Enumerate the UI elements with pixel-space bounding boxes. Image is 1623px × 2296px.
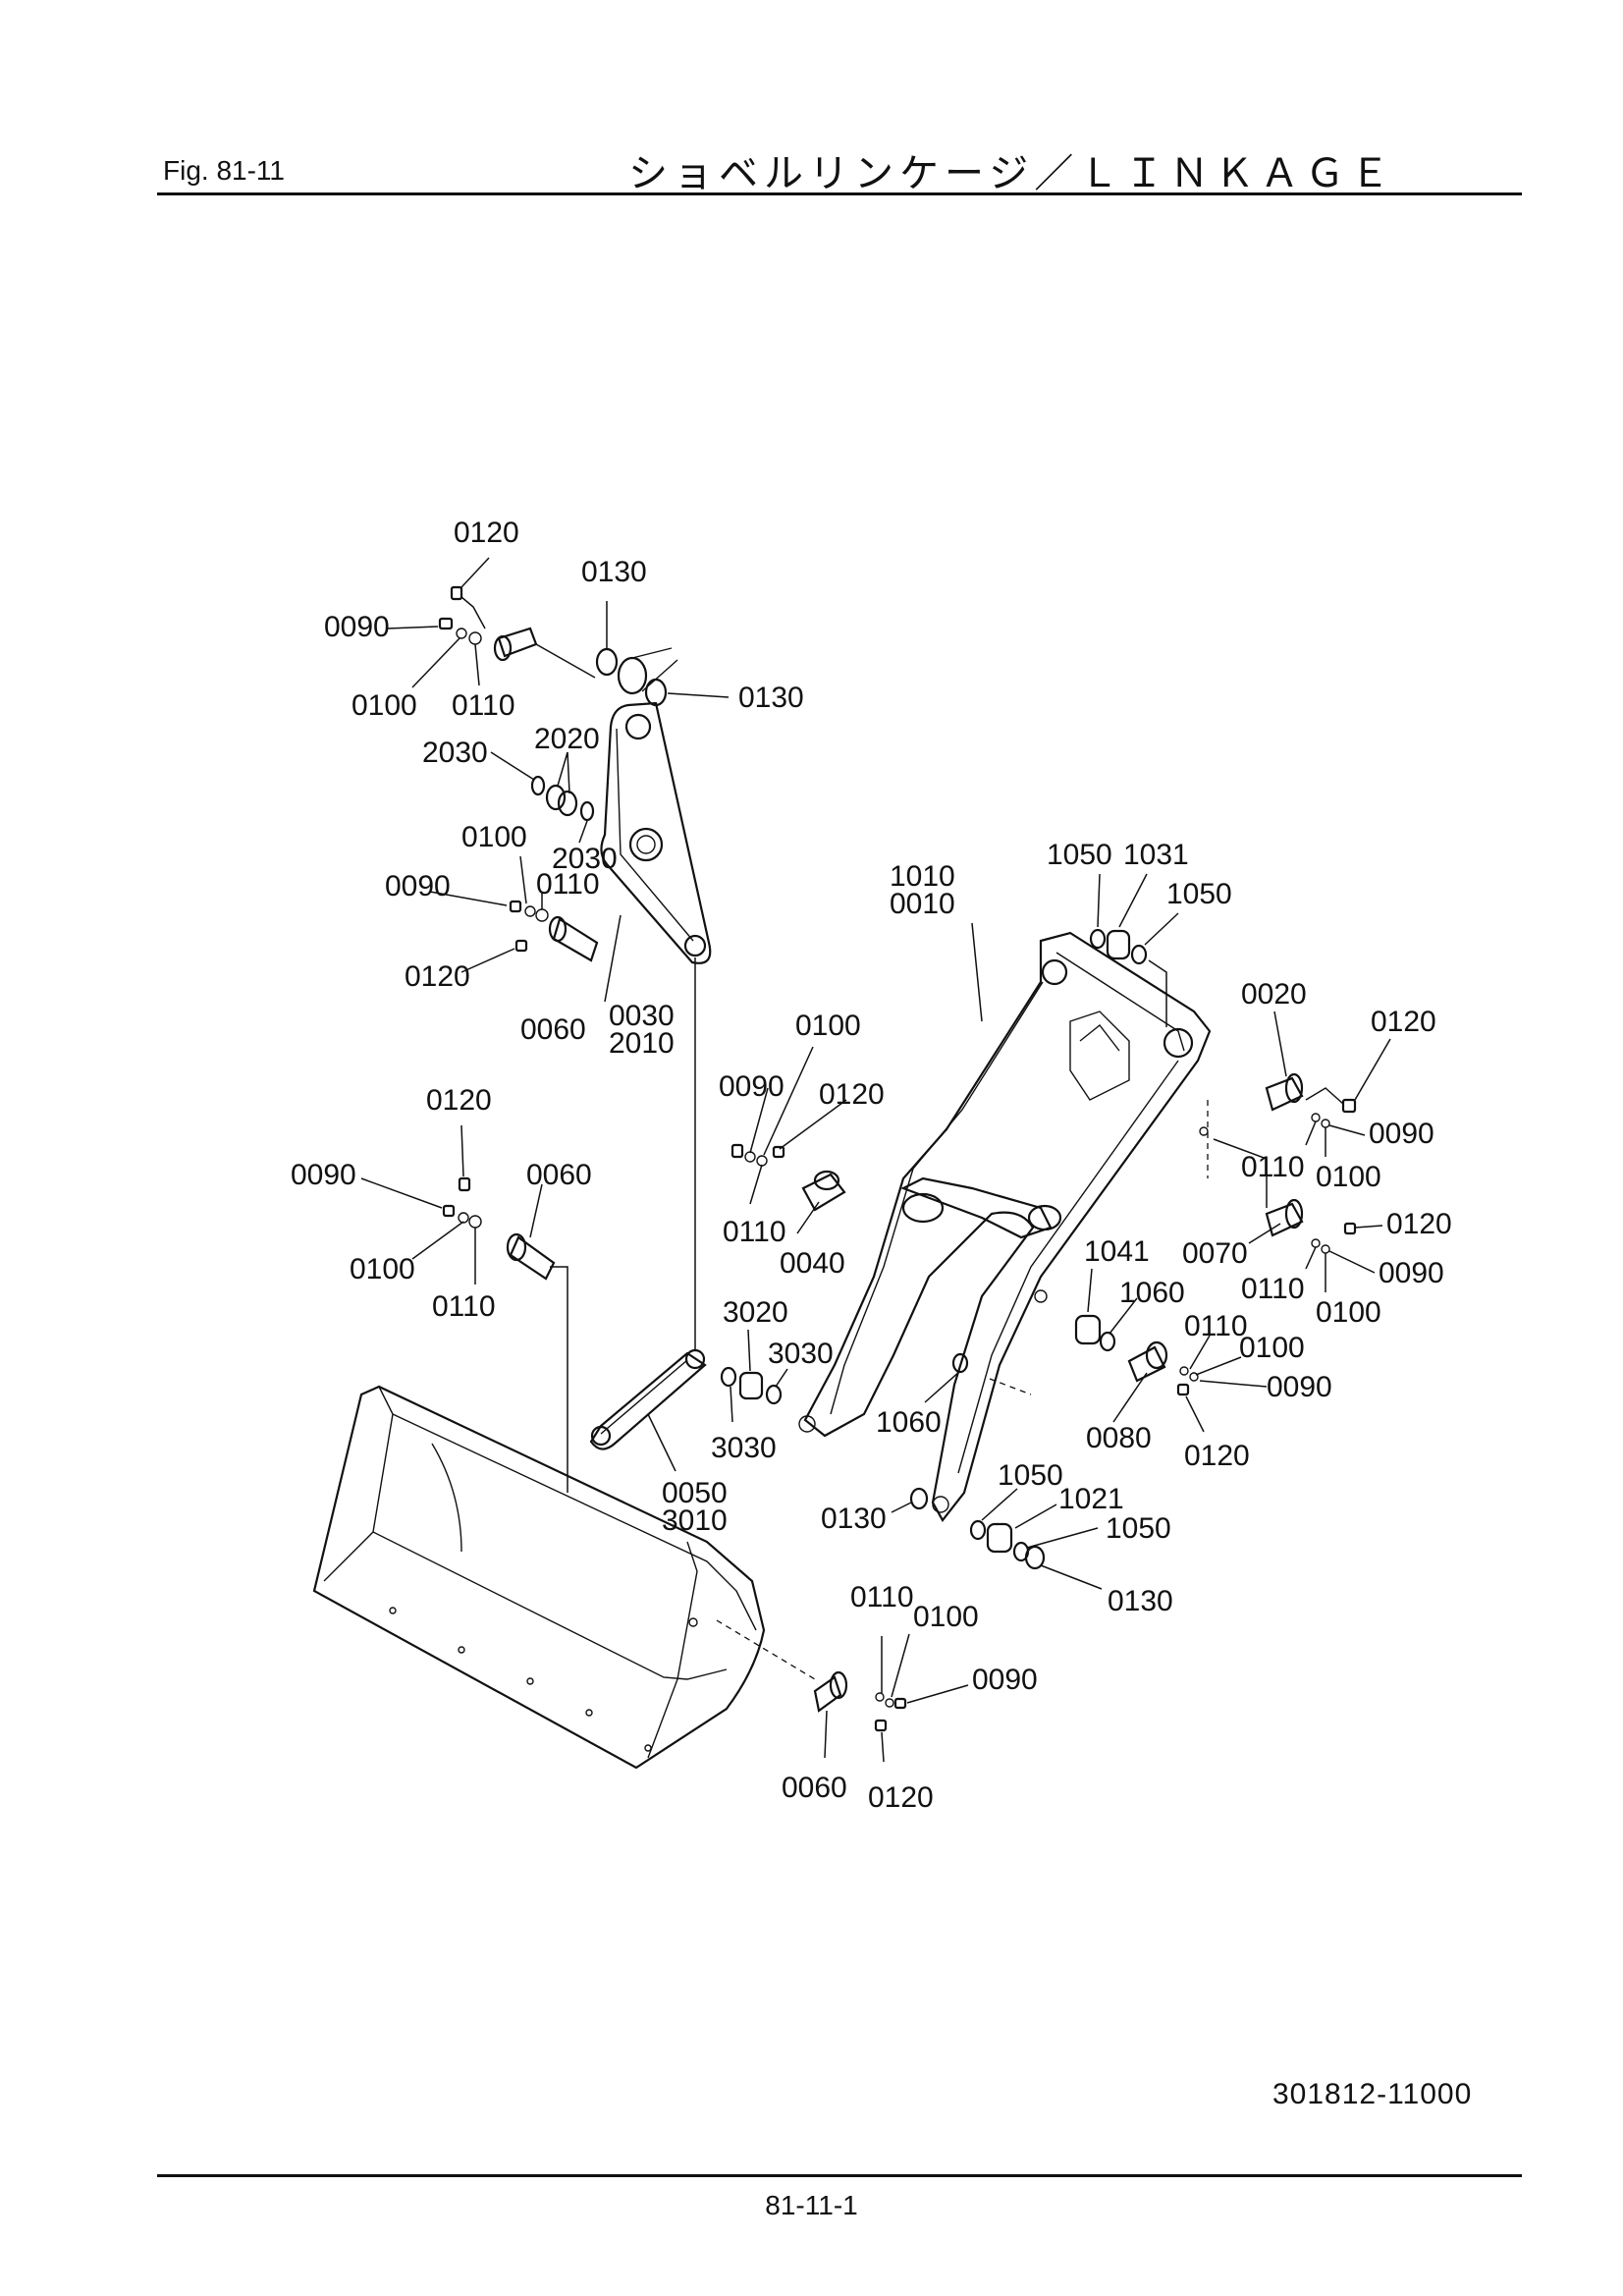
- callout-label: 0090: [972, 1664, 1038, 1696]
- callout-label: 0040: [780, 1247, 845, 1280]
- boom-part: [798, 931, 1212, 1522]
- callout-label: 2010: [609, 1027, 675, 1060]
- callout-label: 1050: [1166, 878, 1232, 910]
- footer-rule: [157, 2174, 1522, 2177]
- callout-label: 2020: [534, 723, 600, 755]
- callout-label: 0120: [1386, 1208, 1452, 1240]
- callout-label: 0120: [819, 1078, 885, 1111]
- bell-crank-part: [600, 701, 712, 964]
- callout-label: 0100: [352, 689, 417, 722]
- header-rule: [157, 192, 1522, 195]
- callout-label: 0120: [405, 960, 470, 993]
- callout-label: 3020: [723, 1296, 788, 1329]
- callout-label: 2030: [422, 737, 488, 769]
- callout-label: 0100: [461, 821, 527, 853]
- pin-0070: [1199, 1126, 1357, 1254]
- bushing-1041-pin-0080: [951, 1314, 1199, 1396]
- bushing-3020-3030: [720, 1366, 783, 1405]
- callout-label: 0090: [324, 611, 390, 643]
- callout-label: 0120: [868, 1781, 934, 1814]
- callout-labels: 0120 0130 0090 0100 0110 0130 2030 2020 …: [291, 517, 1452, 1814]
- callout-label: 1050: [998, 1459, 1063, 1492]
- callout-label: 1050: [1047, 839, 1112, 871]
- callout-label: 0070: [1182, 1237, 1248, 1270]
- callout-label: 0110: [432, 1290, 496, 1323]
- document-number: 301812-11000: [1272, 2078, 1473, 2110]
- bushing-0130-top: [595, 647, 678, 707]
- callout-label: 3010: [662, 1504, 728, 1537]
- callout-label: 0120: [454, 517, 519, 549]
- pin-assembly-mid-left: [509, 900, 599, 962]
- page-number: 81-11-1: [765, 2190, 858, 2220]
- callout-label: 0080: [1086, 1422, 1152, 1454]
- callout-label: 0060: [782, 1772, 847, 1804]
- link-part: [589, 957, 707, 1450]
- callout-label: 0100: [795, 1010, 861, 1042]
- pin-assembly-bottom: [813, 1670, 907, 1732]
- callout-label: 0100: [350, 1253, 415, 1285]
- callout-label: 1050: [1106, 1512, 1171, 1545]
- callout-label: 0090: [1369, 1118, 1434, 1150]
- callout-label: 0090: [719, 1070, 784, 1103]
- bushing-1021: [909, 1487, 1046, 1570]
- callout-label: 0110: [850, 1581, 914, 1613]
- callout-label: 0120: [1184, 1440, 1250, 1472]
- pin-assembly-left: [442, 1176, 568, 1493]
- callout-label: 0060: [526, 1159, 592, 1191]
- callout-label: 1041: [1084, 1235, 1150, 1268]
- callout-label: 0110: [1241, 1273, 1305, 1305]
- callout-label: 0130: [581, 556, 647, 588]
- pin-0040: [730, 1143, 846, 1212]
- callout-label: 0120: [426, 1084, 492, 1117]
- callout-label: 1060: [1119, 1277, 1185, 1309]
- callout-label: 1010: [890, 860, 955, 893]
- callout-label: 0110: [1184, 1310, 1248, 1342]
- callout-label: 0120: [1371, 1006, 1436, 1038]
- callout-label: 0050: [662, 1477, 728, 1509]
- callout-label: 0060: [520, 1013, 586, 1046]
- callout-label: 0020: [1241, 978, 1307, 1011]
- callout-label: 1031: [1123, 839, 1189, 871]
- leader-lines: [360, 557, 1391, 1763]
- bucket-part: [312, 1385, 816, 1770]
- callout-label: 0110: [723, 1216, 786, 1248]
- callout-label: 0100: [1316, 1161, 1381, 1193]
- bushing-1031: [1089, 928, 1167, 1027]
- callout-label: 1060: [876, 1406, 942, 1439]
- callout-label: 0110: [1241, 1151, 1305, 1183]
- page-header: Fig. 81-11 ショベルリンケージ／ＬＩＮＫＡＧＥ: [157, 137, 1522, 196]
- page-title: ショベルリンケージ／ＬＩＮＫＡＧＥ: [628, 151, 1396, 196]
- callout-label: 0130: [738, 682, 804, 714]
- callout-label: 1021: [1058, 1483, 1124, 1515]
- callout-label: 0100: [913, 1601, 979, 1633]
- callout-label: 0090: [1379, 1257, 1444, 1289]
- bushing-2020-2030: [530, 775, 595, 822]
- callout-label: 0090: [291, 1159, 356, 1191]
- callout-label: 0110: [452, 689, 515, 722]
- figure-label: Fig. 81-11: [163, 155, 285, 186]
- callout-label: 0010: [890, 888, 955, 920]
- callout-label: 3030: [711, 1432, 777, 1464]
- pin-0020: [1265, 1072, 1357, 1128]
- callout-label: 0130: [1108, 1585, 1173, 1617]
- callout-label: 2030: [552, 843, 618, 875]
- callout-label: 0090: [1267, 1371, 1332, 1403]
- callout-label: 0100: [1316, 1296, 1381, 1329]
- pin-assembly-top: [438, 585, 596, 679]
- callout-label: 0110: [536, 868, 600, 901]
- callout-label: 0100: [1239, 1332, 1305, 1364]
- callout-label: 3030: [768, 1338, 834, 1370]
- callout-label: 0090: [385, 870, 451, 902]
- callout-label: 0030: [609, 1000, 675, 1032]
- callout-label: 0130: [821, 1503, 887, 1535]
